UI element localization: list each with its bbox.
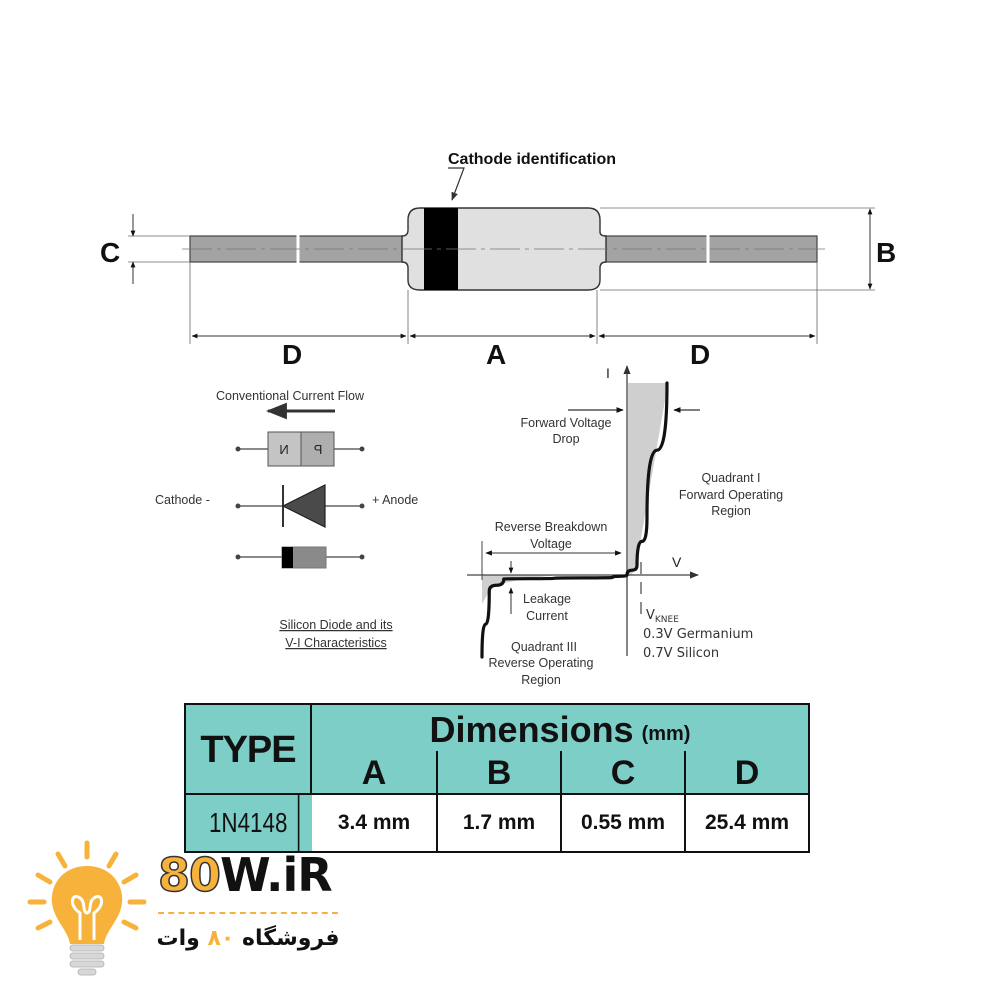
column-header-d: D <box>684 751 808 795</box>
vknee-label: VKNEE <box>646 608 679 625</box>
tagline-word-1: فروشگاه <box>242 926 340 951</box>
n-region <box>267 431 302 467</box>
leakage-line1: Leakage <box>523 592 571 606</box>
dimensions-title: Dimensions <box>429 709 634 750</box>
quadrant3-line2: Reverse Operating <box>489 656 594 670</box>
brand-tagline: فروشگاه ۸۰ وات <box>156 926 340 951</box>
vi-chart: I V Forward Voltage Drop Quadrant I Forw… <box>467 365 783 687</box>
breakdown-line1: Reverse Breakdown <box>495 520 608 534</box>
physical-diode-band <box>282 547 293 568</box>
diode-symbols: Conventional Current Flow N P Cathode - … <box>155 389 418 650</box>
dim-label-b: B <box>876 237 896 268</box>
anode-label: + Anode <box>372 493 418 507</box>
tagline-word-2: وات <box>156 926 200 951</box>
caption-line1: Silicon Diode and its <box>279 618 392 632</box>
y-axis-label: I <box>606 365 610 381</box>
p-region <box>300 431 335 467</box>
forward-drop-line2: Drop <box>552 432 579 446</box>
breakdown-line2: Voltage <box>530 537 572 551</box>
type-header: TYPE <box>186 705 312 795</box>
brand-logo: 80W.iR <box>157 847 333 903</box>
dim-label-a: A <box>486 339 506 370</box>
cathode-label: Cathode - <box>155 493 210 507</box>
value-d: 25.4 mm <box>684 795 808 851</box>
p-label: P <box>314 442 323 457</box>
quadrant1-line2: Forward Operating <box>679 488 783 502</box>
brand-text: W.iR <box>220 848 333 902</box>
quadrant1-line1: Quadrant I <box>701 471 760 485</box>
leakage-line2: Current <box>526 609 568 623</box>
logo-divider <box>158 912 338 914</box>
germanium-label: 0.3V Germanium <box>643 627 753 642</box>
quadrant3-line1: Quadrant III <box>511 640 577 654</box>
caption-line2: V-I Characteristics <box>285 636 386 650</box>
value-b: 1.7 mm <box>436 795 560 851</box>
quadrant3-line3: Region <box>521 673 561 687</box>
dimensions-unit: (mm) <box>641 722 691 745</box>
silicon-label: 0.7V Silicon <box>643 646 719 661</box>
forward-drop-line1: Forward Voltage <box>520 416 611 430</box>
type-value: 1N4148 <box>199 795 300 851</box>
tagline-number: ۸۰ <box>207 926 235 951</box>
callout-label: Cathode identification <box>448 151 616 168</box>
current-flow-label: Conventional Current Flow <box>216 389 365 403</box>
n-label: N <box>279 442 288 457</box>
value-c: 0.55 mm <box>560 795 684 851</box>
column-header-b: B <box>436 751 560 795</box>
dim-label-d-left: D <box>282 339 302 370</box>
dimensions-table: TYPE Dimensions (mm) A B C D 1N4148 3.4 … <box>184 703 810 853</box>
lightbulb-icon <box>27 840 147 976</box>
dim-label-c: C <box>100 237 120 268</box>
column-header-c: C <box>560 751 684 795</box>
column-header-a: A <box>361 753 387 792</box>
dimensions-header: Dimensions (mm) <box>312 705 808 755</box>
brand-number: 80 <box>157 847 222 903</box>
dim-label-d-right: D <box>690 339 710 370</box>
x-axis-label: V <box>672 554 682 570</box>
table-divider <box>186 793 808 795</box>
diode-curve <box>480 381 669 659</box>
value-a: 3.4 mm <box>312 795 436 851</box>
quadrant1-line3: Region <box>711 504 751 518</box>
diode-outline: Cathode identification C B D A D <box>100 151 896 370</box>
diode-triangle-icon <box>281 484 326 528</box>
